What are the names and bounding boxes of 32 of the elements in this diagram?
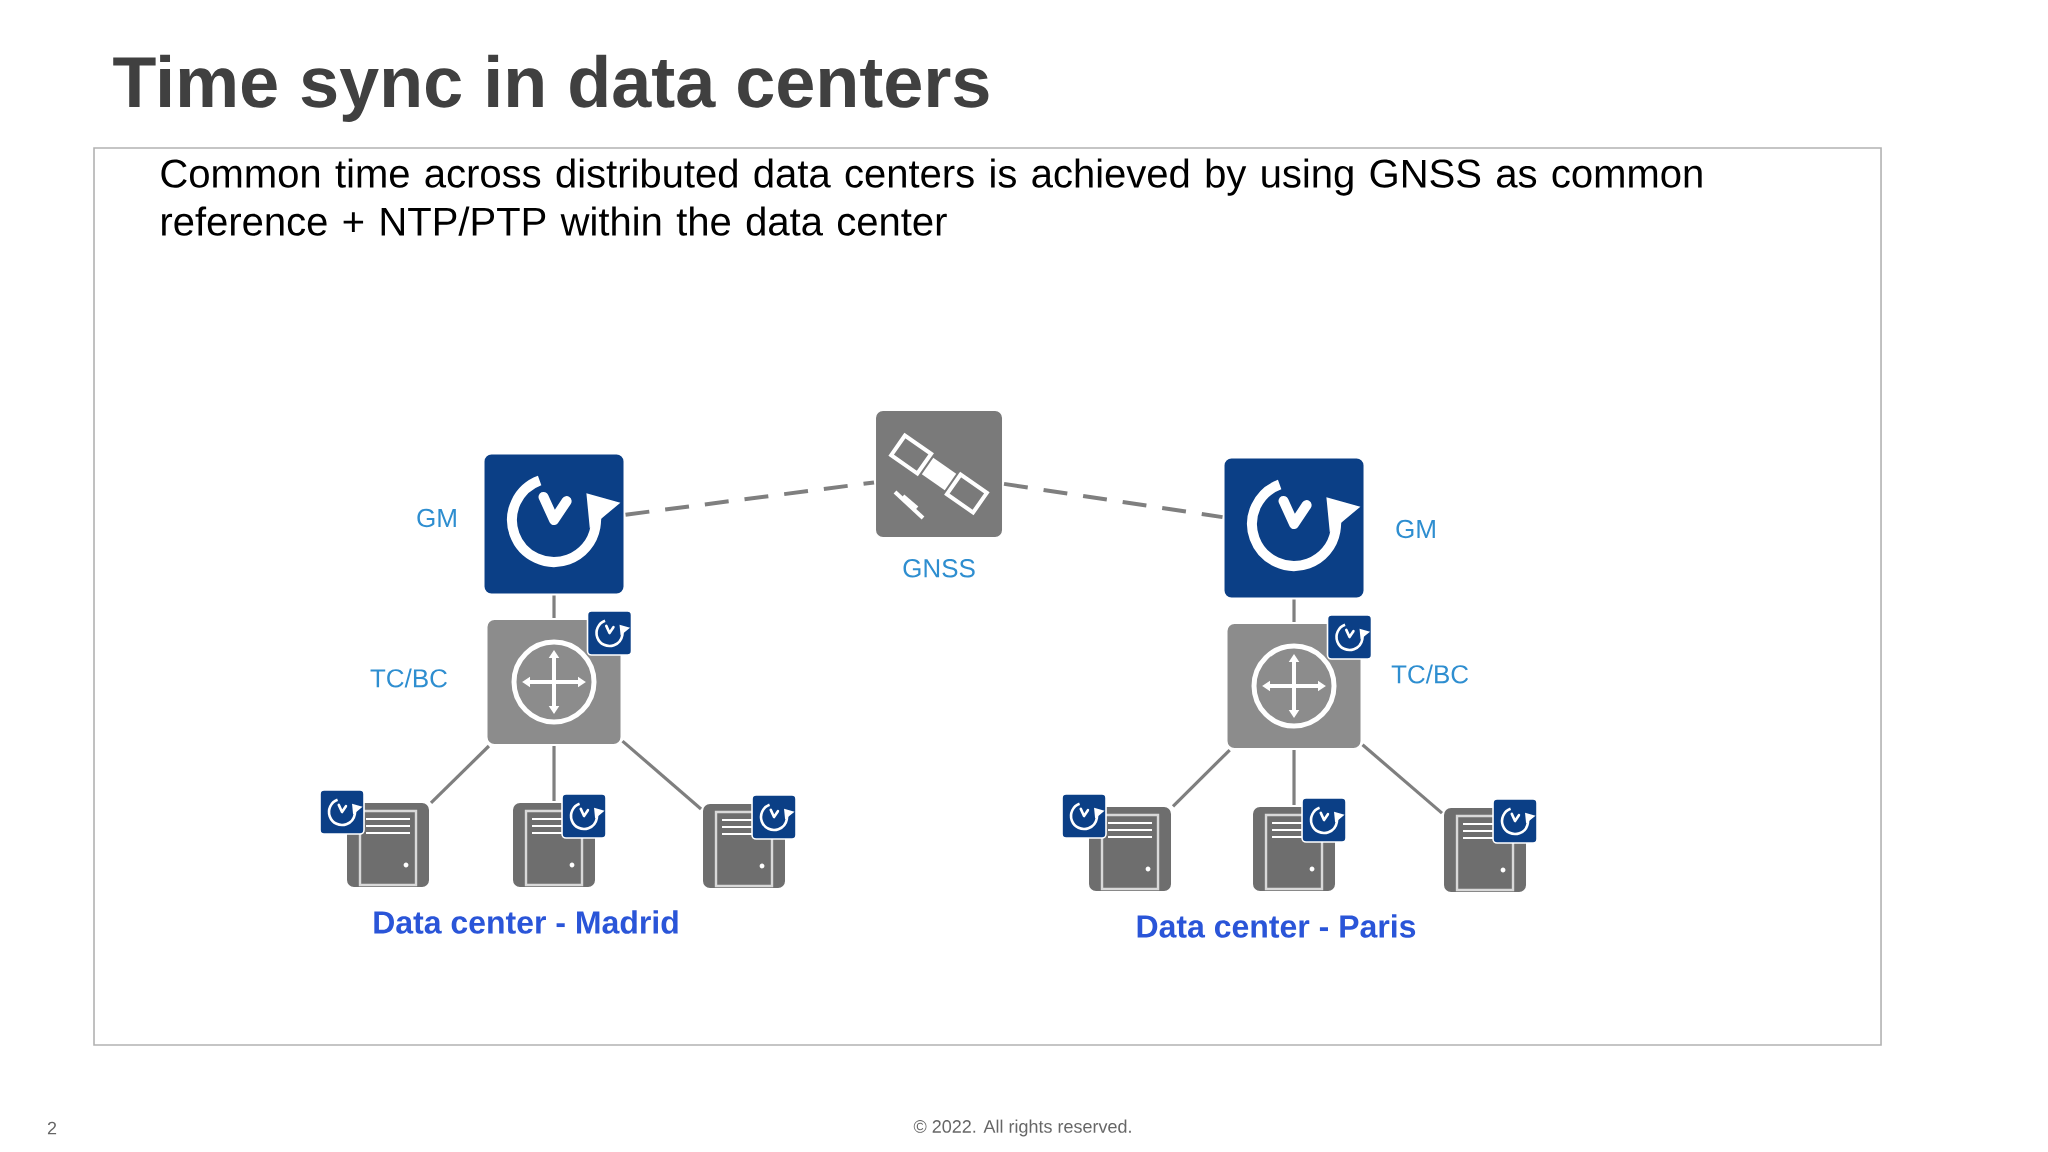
- site-label: Data center - Paris: [1137, 914, 1416, 938]
- connector: [625, 480, 875, 517]
- connector: [552, 595, 556, 618]
- node-label: TC/BC: [1391, 664, 1469, 684]
- node-label: TC/BC: [370, 668, 447, 688]
- switch-icon: [1225, 614, 1373, 750]
- body-text: Common time across distributed data centers is achieved by using GNSS as common reference + NTP/PTP within the data center: [161, 158, 1702, 236]
- server-icon: [511, 793, 607, 889]
- node-label: GM: [417, 508, 456, 528]
- node-label: GM: [1396, 519, 1435, 539]
- server-icon: [701, 794, 797, 890]
- server-icon: [1251, 797, 1347, 893]
- server-icon: [1442, 798, 1538, 894]
- satellite-icon: [874, 409, 1004, 539]
- connector: [1361, 743, 1444, 815]
- title: Time sync in data centers: [113, 54, 989, 122]
- clock-icon: [1222, 456, 1366, 600]
- connector: [429, 744, 491, 804]
- connector: [1003, 481, 1223, 520]
- node-label: GNSS: [903, 559, 975, 578]
- switch-icon: [485, 610, 633, 746]
- connector: [1171, 748, 1231, 808]
- server-icon: [1061, 793, 1173, 893]
- clock-icon: [482, 452, 626, 596]
- connector: [1292, 599, 1296, 622]
- site-label: Data center - Madrid: [374, 910, 678, 934]
- server-icon: [319, 789, 431, 889]
- connector: [621, 739, 703, 811]
- connector: [552, 746, 556, 801]
- copyright: © 2022. All rights reserved.: [913, 1119, 1131, 1137]
- page-number: 2: [47, 1121, 57, 1135]
- connector: [1292, 750, 1296, 805]
